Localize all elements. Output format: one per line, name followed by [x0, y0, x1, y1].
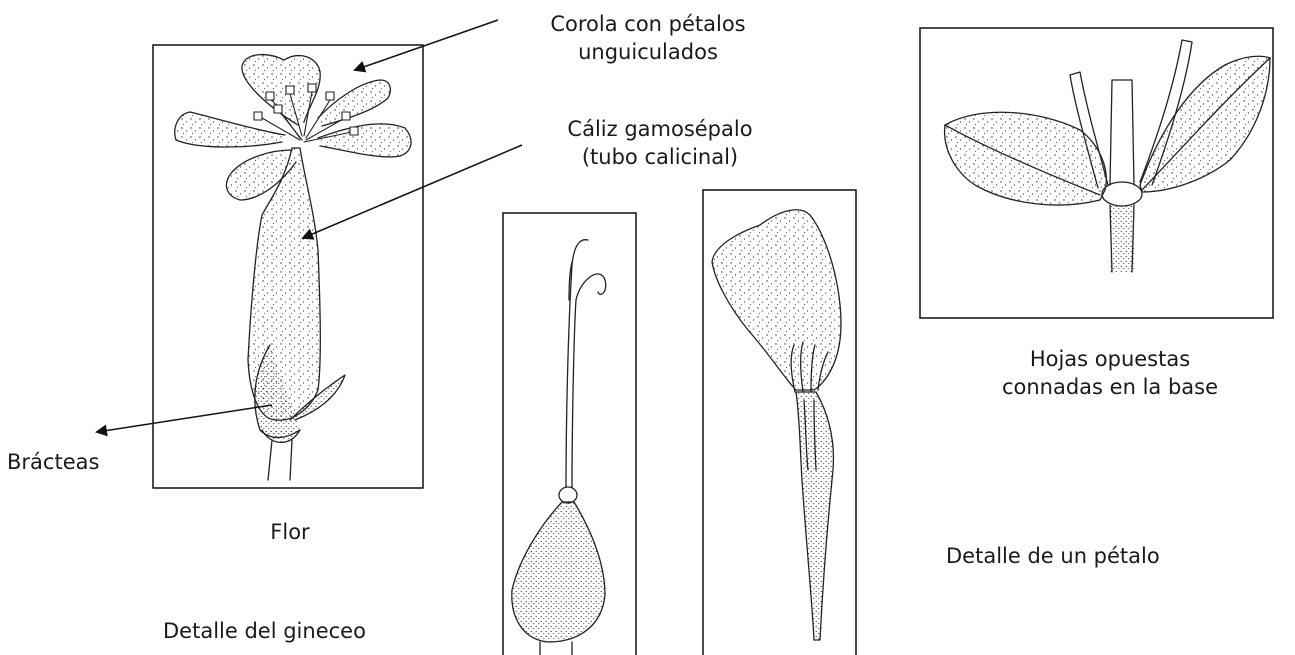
petal-limb [712, 210, 841, 390]
gineceo-caption: Detalle del gineceo [163, 617, 366, 645]
gynoecium-panel [503, 213, 636, 655]
leaves-panel [920, 28, 1273, 318]
flower-panel [153, 45, 423, 488]
arrow-caliz [303, 145, 522, 238]
hojas-caption-line2: connadas en la base [960, 373, 1260, 401]
corola-label-line1: Corola con pétalos [508, 10, 788, 38]
petal-right [318, 124, 411, 157]
caliz-label-line2: (tubo calicinal) [535, 143, 785, 171]
hojas-caption-line1: Hojas opuestas [960, 345, 1260, 373]
petalo-caption: Detalle de un pétalo [946, 542, 1160, 570]
arrow-bracteas [97, 405, 272, 432]
caliz-label-line1: Cáliz gamosépalo [535, 115, 785, 143]
caliz-label: Cáliz gamosépalo (tubo calicinal) [535, 115, 785, 171]
leaves-drawing [945, 40, 1270, 272]
petal-drawing [712, 210, 841, 640]
hojas-caption: Hojas opuestas connadas en la base [960, 345, 1260, 401]
corola-label-line2: unguiculados [508, 38, 788, 66]
bracteas-label: Brácteas [7, 448, 99, 476]
ovary [512, 502, 605, 642]
gynoecium-drawing [512, 240, 606, 655]
flower-drawing [175, 55, 411, 480]
petal-right-top [318, 80, 390, 126]
flower-stem [268, 440, 292, 480]
petal-left [175, 112, 285, 147]
flor-caption: Flor [240, 518, 340, 546]
petal-panel [703, 190, 856, 655]
corola-label: Corola con pétalos unguiculados [508, 10, 788, 66]
